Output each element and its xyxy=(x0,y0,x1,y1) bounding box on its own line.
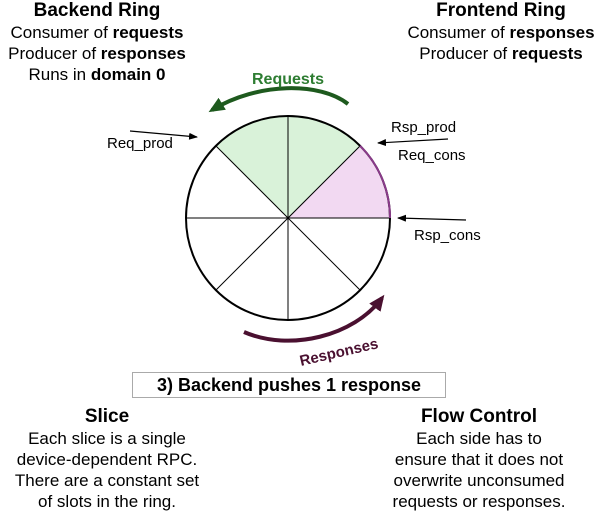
backend-line-3: Runs in domain 0 xyxy=(0,64,194,85)
slice-block: Slice Each slice is a single device-depe… xyxy=(0,406,214,512)
flow-line-4: requests or responses. xyxy=(392,492,566,511)
frontend-ring-title: Frontend Ring xyxy=(436,0,566,21)
backend-line-1: Consumer of requests xyxy=(0,22,194,43)
rsp-prod-req-cons-arrow xyxy=(377,138,449,147)
backend-line-3-bold: domain 0 xyxy=(90,65,166,84)
ring-slot-0 xyxy=(288,218,390,291)
req-cons-label: Req_cons xyxy=(398,147,466,164)
slice-line-2: device-dependent RPC. xyxy=(16,450,198,469)
backend-line-2: Producer of responses xyxy=(0,43,194,64)
rsp-prod-label: Rsp_prod xyxy=(391,119,456,136)
requests-arrow xyxy=(208,86,350,113)
req-prod-arrow xyxy=(129,130,198,140)
frontend-line-2-text: Producer of xyxy=(419,44,512,63)
step-caption: 3) Backend pushes 1 response xyxy=(132,372,446,398)
ring-slot-4 xyxy=(186,145,288,218)
slice-line-3: There are a constant set xyxy=(14,471,200,490)
backend-line-1-bold: requests xyxy=(112,23,184,42)
frontend-line-2-bold: requests xyxy=(511,44,583,63)
slice-line-4: of slots in the ring. xyxy=(38,492,176,511)
slice-title: Slice xyxy=(84,406,130,427)
ring-slot-2 xyxy=(215,218,288,320)
flow-line-1: Each side has to xyxy=(416,429,542,448)
requests-label: Requests xyxy=(252,71,324,88)
backend-line-3-text: Runs in xyxy=(28,65,91,84)
backend-line-2-bold: responses xyxy=(100,44,186,63)
frontend-line-1-bold: responses xyxy=(509,23,595,42)
req-prod-label: Req_prod xyxy=(107,135,173,152)
ring-slot-3 xyxy=(186,218,288,291)
backend-line-2-text: Producer of xyxy=(8,44,101,63)
flow-line-2: ensure that it does not xyxy=(394,450,564,469)
response-slot-edge xyxy=(359,145,391,219)
frontend-line-1: Consumer of responses xyxy=(396,22,605,43)
ring-slot-5-request xyxy=(215,116,288,218)
responses-arrow xyxy=(243,294,385,343)
backend-line-1-text: Consumer of xyxy=(10,23,113,42)
slice-line-1: Each slice is a single xyxy=(28,429,186,448)
ring-slot-1 xyxy=(288,218,361,320)
backend-ring-block: Backend Ring Consumer of requests Produc… xyxy=(0,0,194,85)
flow-control-block: Flow Control Each side has to ensure tha… xyxy=(372,406,586,512)
frontend-ring-block: Frontend Ring Consumer of responses Prod… xyxy=(396,0,605,64)
frontend-line-1-text: Consumer of xyxy=(407,23,510,42)
ring-slot-6-request xyxy=(288,116,361,218)
rsp-cons-arrow xyxy=(397,214,467,222)
frontend-line-2: Producer of requests xyxy=(396,43,605,64)
backend-ring-title: Backend Ring xyxy=(33,0,161,21)
ring-spokes xyxy=(186,116,390,320)
flow-control-title: Flow Control xyxy=(420,406,538,427)
flow-line-3: overwrite unconsumed xyxy=(393,471,565,490)
ring-slot-7-response xyxy=(288,145,390,218)
rsp-cons-label: Rsp_cons xyxy=(414,227,481,244)
